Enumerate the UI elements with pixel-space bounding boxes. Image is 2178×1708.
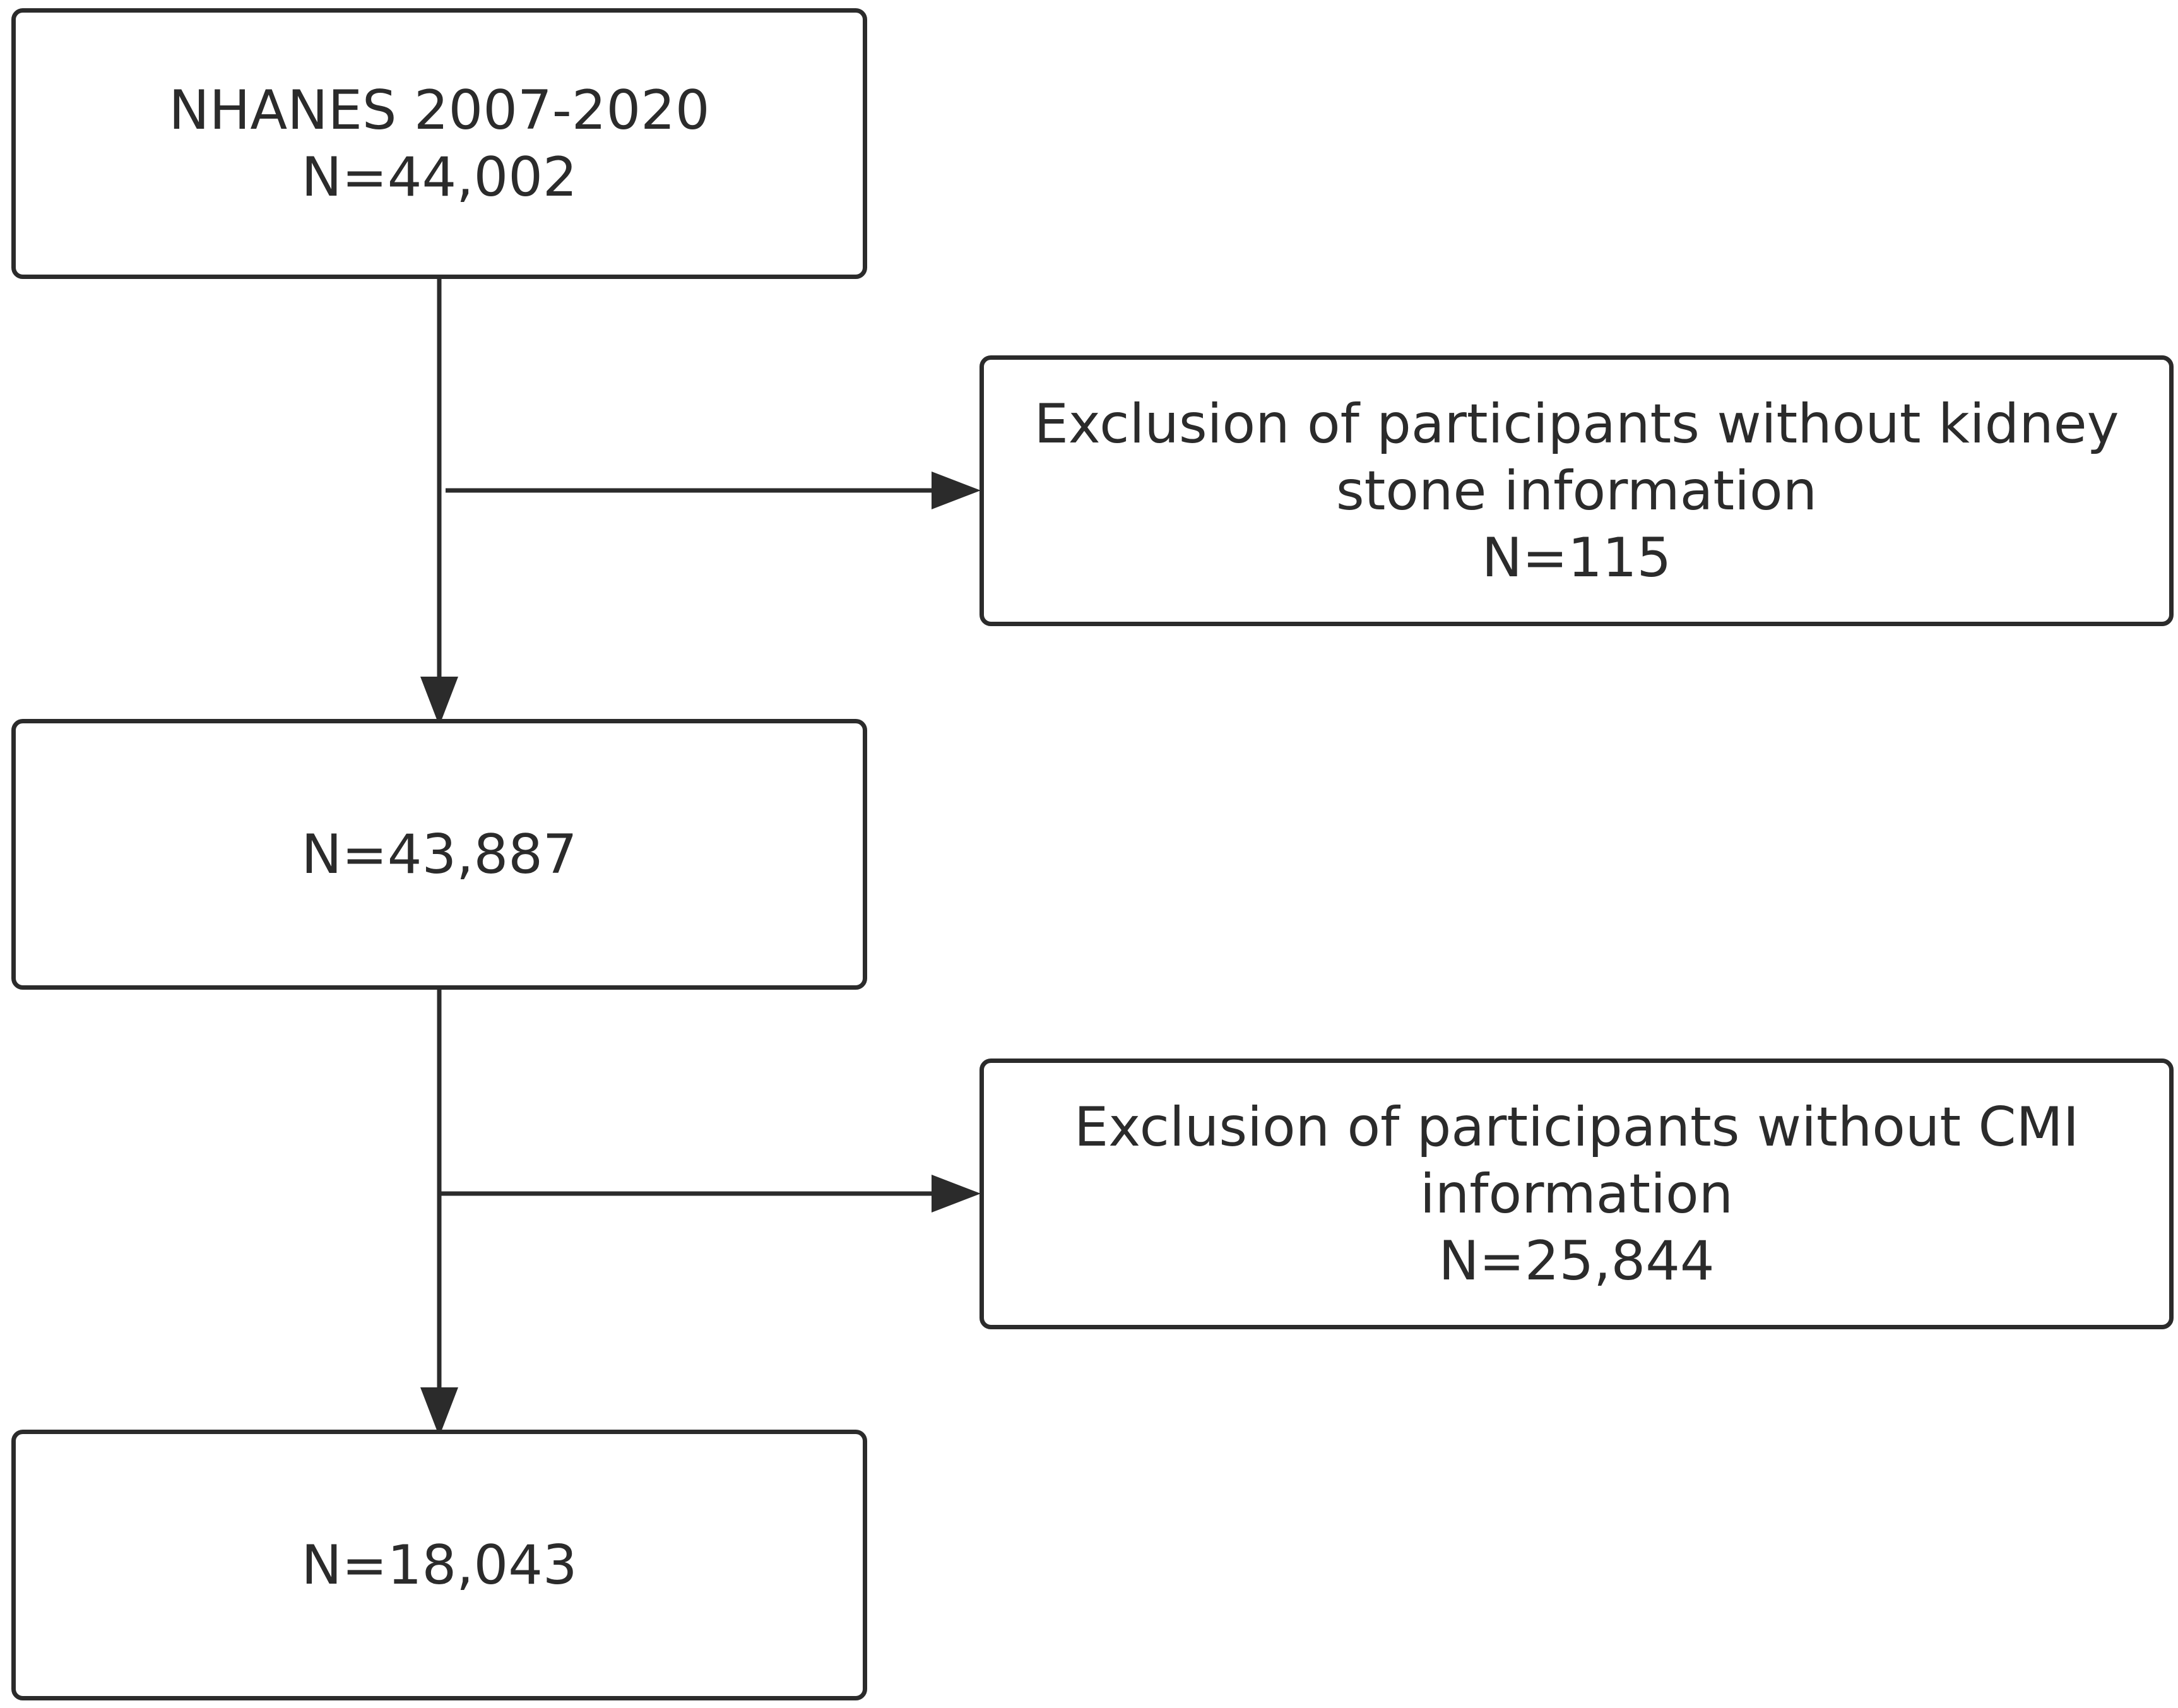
exclusion-2-count: N=25,844 (1438, 1229, 1715, 1293)
final-population-count: N=18,043 (301, 1533, 577, 1597)
start-population-count: N=44,002 (301, 145, 577, 209)
start-population-title: NHANES 2007-2020 (169, 78, 710, 142)
exclusion-1-count: N=115 (1481, 526, 1672, 590)
exclusion-2-text-line-1: Exclusion of participants without CMI (1074, 1095, 2080, 1159)
exclusion-2-text-line-2: information (1419, 1162, 1734, 1226)
exclusion-1-text-line-1: Exclusion of participants without kidney (1034, 392, 2119, 456)
exclusion-box-kidney-stone: Exclusion of participants without kidney… (980, 355, 2174, 626)
exclusion-box-cmi: Exclusion of participants without CMI in… (980, 1059, 2174, 1329)
final-population-box: N=18,043 (11, 1430, 867, 1700)
intermediate-population-box: N=43,887 (11, 719, 867, 990)
exclusion-1-text-line-2: stone information (1335, 459, 1818, 523)
intermediate-population-count: N=43,887 (301, 822, 577, 886)
start-population-box: NHANES 2007-2020 N=44,002 (11, 8, 867, 279)
